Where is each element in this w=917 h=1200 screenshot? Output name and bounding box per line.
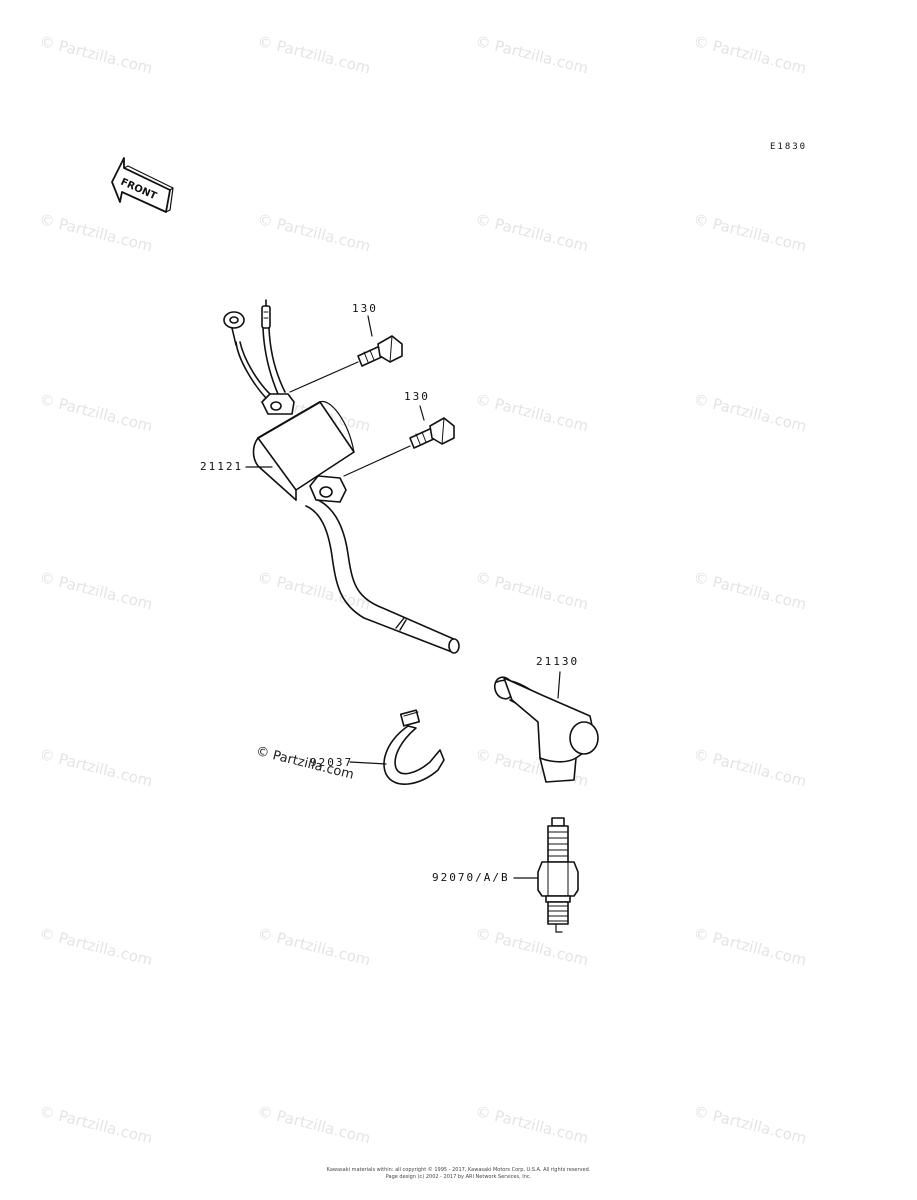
- callout-bolt-upper: 130: [352, 302, 378, 315]
- front-arrow-icon: FRONT: [111, 157, 174, 213]
- callout-spark-plug: 92070/A/B: [432, 871, 510, 884]
- callout-band: 92037: [310, 756, 354, 769]
- diagram-reference-code: E1830: [770, 142, 808, 152]
- callout-ignition-coil: 21121: [200, 460, 244, 473]
- spark-plug: [513, 817, 579, 933]
- bolt-lower: [343, 405, 455, 477]
- band-clamp: [349, 709, 445, 785]
- callout-plug-cap: 21130: [536, 655, 580, 668]
- spark-plug-cap: [493, 671, 599, 783]
- footer-copyright: Kawasaki materials within: all copyright…: [0, 1167, 917, 1181]
- footer-line-2: Page design (c) 2002 - 2017 by ARI Netwo…: [385, 1174, 532, 1180]
- bolt-upper: [289, 315, 403, 393]
- ignition-coil: [223, 299, 460, 654]
- callout-bolt-lower: 130: [404, 390, 430, 403]
- footer-line-1: Kawasaki materials within: all copyright…: [326, 1167, 591, 1173]
